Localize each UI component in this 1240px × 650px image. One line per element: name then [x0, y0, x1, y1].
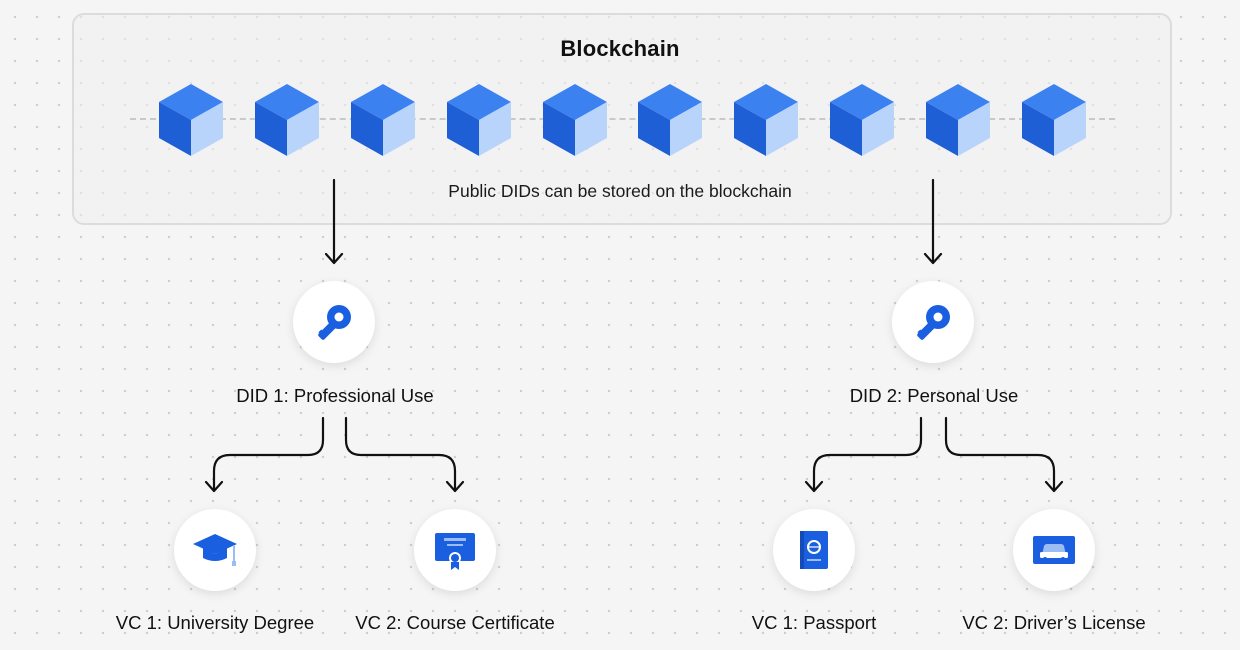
block-cube-icon	[734, 84, 798, 156]
blockchain-title: Blockchain	[560, 36, 680, 61]
block-cube-icon	[255, 84, 319, 156]
did2-node	[892, 281, 974, 363]
vc-passport-label: VC 1: Passport	[751, 612, 877, 633]
block-cube-icon	[351, 84, 415, 156]
did1-label: DID 1: Professional Use	[236, 385, 434, 406]
arrow-did1-to-vc2	[344, 416, 457, 492]
block-cube-icon	[447, 84, 511, 156]
arrow-did2-to-vc2	[944, 416, 1056, 492]
car-license-icon	[1033, 536, 1075, 564]
vc-drivers-license-node	[1013, 509, 1095, 591]
arrow-did1-to-vc1	[212, 416, 325, 492]
vc-university-degree-node	[174, 509, 256, 591]
block-cube-icon	[543, 84, 607, 156]
vc-drivers-license-label: VC 2: Driver’s License	[962, 612, 1146, 633]
block-cube-icon	[638, 84, 702, 156]
did2-label: DID 2: Personal Use	[849, 385, 1019, 406]
blockchain-caption: Public DIDs can be stored on the blockch…	[448, 181, 792, 201]
vc-university-degree-label: VC 1: University Degree	[115, 612, 315, 633]
arrow-did2-to-vc1	[812, 416, 923, 492]
certificate-icon	[435, 533, 475, 570]
block-cube-icon	[926, 84, 990, 156]
vc-passport-node	[773, 509, 855, 591]
vc-course-certificate-label: VC 2: Course Certificate	[355, 612, 555, 633]
key-icon	[917, 305, 950, 340]
did1-node	[293, 281, 375, 363]
block-cube-icon	[830, 84, 894, 156]
vc-course-certificate-node	[414, 509, 496, 591]
block-cube-icon	[159, 84, 223, 156]
graduation-cap-icon	[193, 534, 237, 566]
key-icon	[318, 305, 351, 340]
chain-link-line	[130, 118, 1115, 120]
block-cube-icon	[1022, 84, 1086, 156]
passport-icon	[800, 531, 828, 569]
